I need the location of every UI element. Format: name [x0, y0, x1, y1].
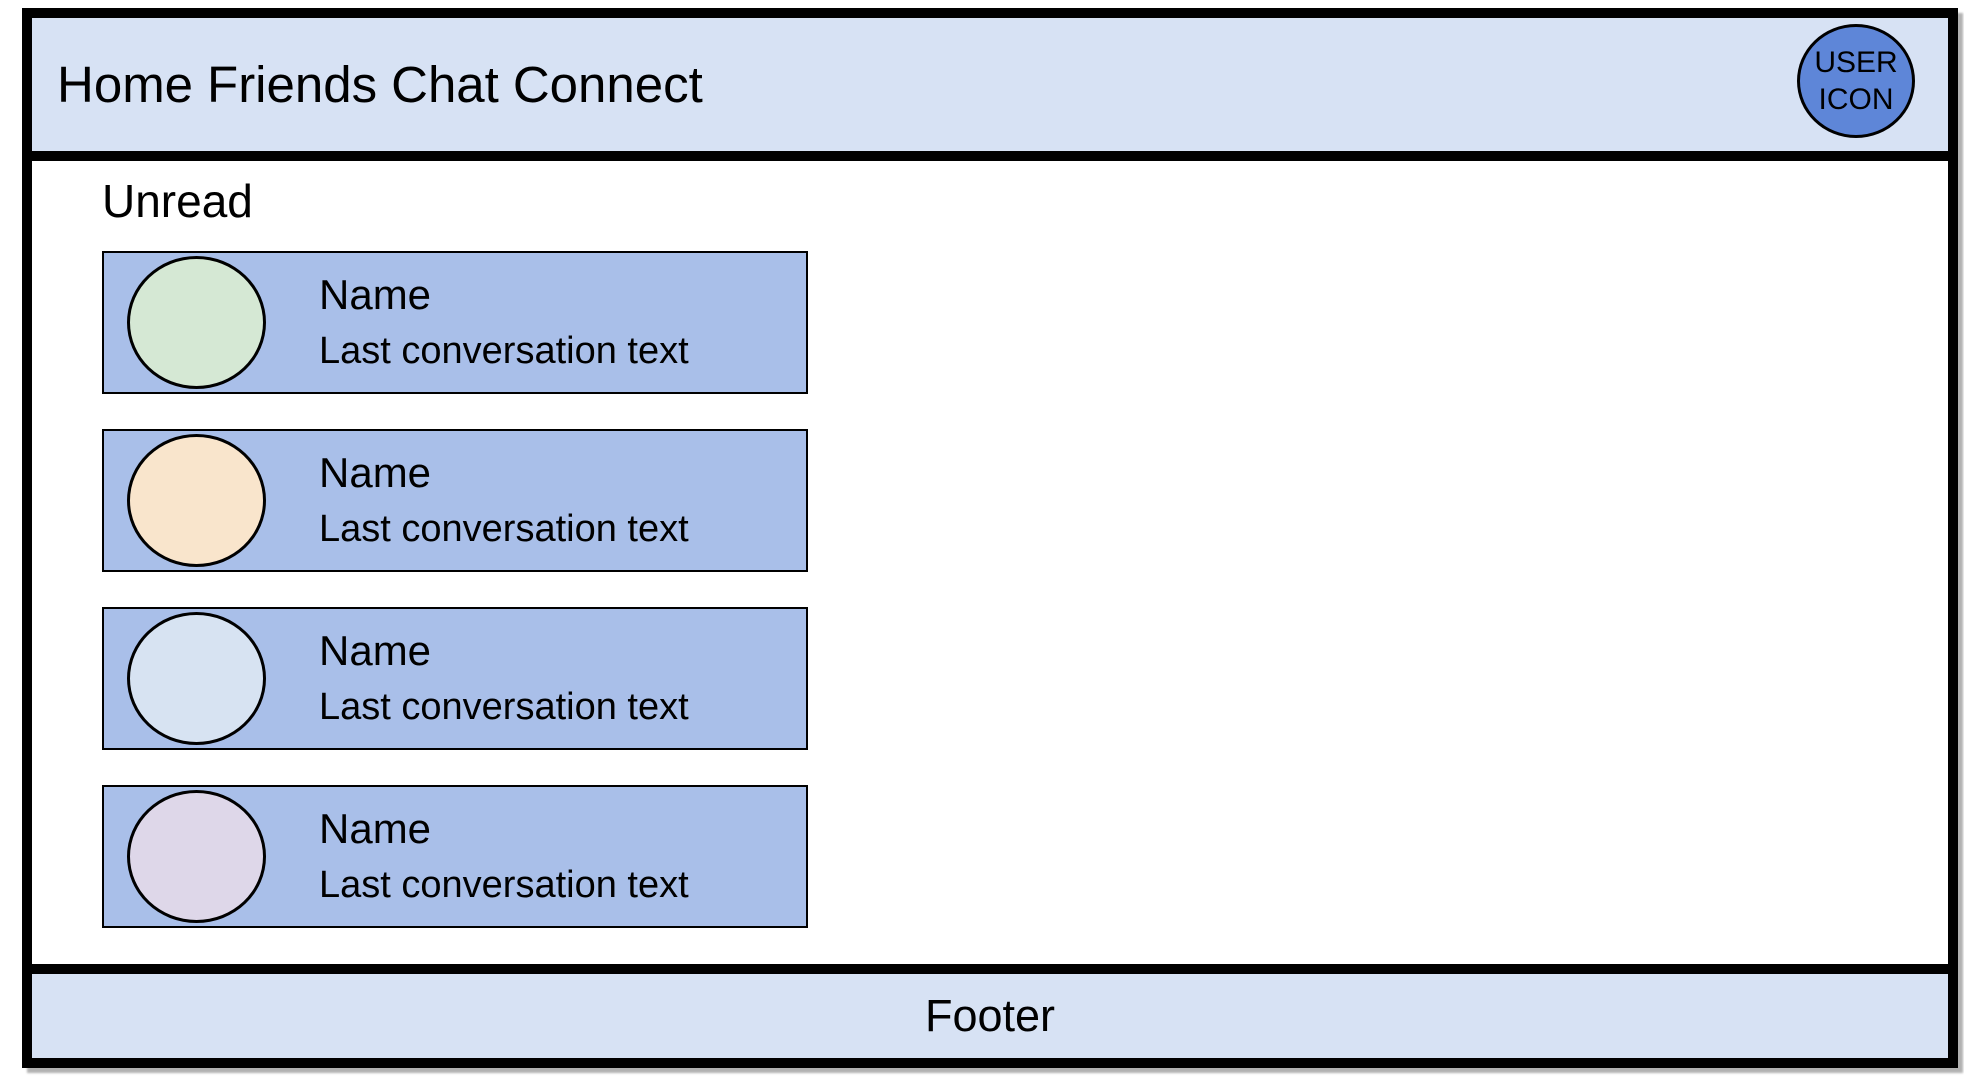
contact-avatar-icon: [127, 434, 266, 567]
nav-item-home[interactable]: Home: [57, 56, 194, 113]
chat-list-item[interactable]: Name Last conversation text: [102, 785, 808, 928]
user-icon-label-line2: ICON: [1818, 83, 1894, 116]
chat-list-item[interactable]: Name Last conversation text: [102, 607, 808, 750]
chat-list: Name Last conversation text Name Last co…: [102, 251, 1948, 928]
contact-name: Name: [319, 627, 432, 674]
nav-item-chat[interactable]: Chat: [391, 56, 499, 113]
contact-name: Name: [319, 449, 432, 496]
main-content: Unread Name Last conversation text Name …: [32, 161, 1948, 964]
nav-menu: Home Friends Chat Connect: [57, 59, 703, 110]
footer-bar: Footer: [32, 974, 1948, 1058]
chat-list-item[interactable]: Name Last conversation text: [102, 429, 808, 572]
nav-item-friends[interactable]: Friends: [207, 56, 378, 113]
chat-texts: Name Last conversation text: [319, 805, 689, 907]
chat-texts: Name Last conversation text: [319, 271, 689, 373]
contact-name: Name: [319, 271, 432, 318]
chat-list-item[interactable]: Name Last conversation text: [102, 251, 808, 394]
app-frame: Home Friends Chat Connect USER ICON Unre…: [22, 8, 1958, 1068]
contact-avatar-icon: [127, 790, 266, 923]
last-message-preview: Last conversation text: [319, 508, 689, 551]
contact-avatar-icon: [127, 256, 266, 389]
last-message-preview: Last conversation text: [319, 686, 689, 729]
contact-avatar-icon: [127, 612, 266, 745]
user-icon-label-line1: USER: [1814, 46, 1898, 79]
last-message-preview: Last conversation text: [319, 864, 689, 907]
chat-texts: Name Last conversation text: [319, 449, 689, 551]
header-bar: Home Friends Chat Connect USER ICON: [32, 18, 1948, 151]
footer-label: Footer: [924, 990, 1056, 1041]
last-message-preview: Last conversation text: [319, 330, 689, 373]
nav-item-connect[interactable]: Connect: [512, 56, 703, 113]
contact-name: Name: [319, 805, 432, 852]
unread-section-label: Unread: [102, 175, 253, 227]
chat-texts: Name Last conversation text: [319, 627, 689, 729]
user-avatar-icon[interactable]: USER ICON: [1797, 24, 1915, 138]
